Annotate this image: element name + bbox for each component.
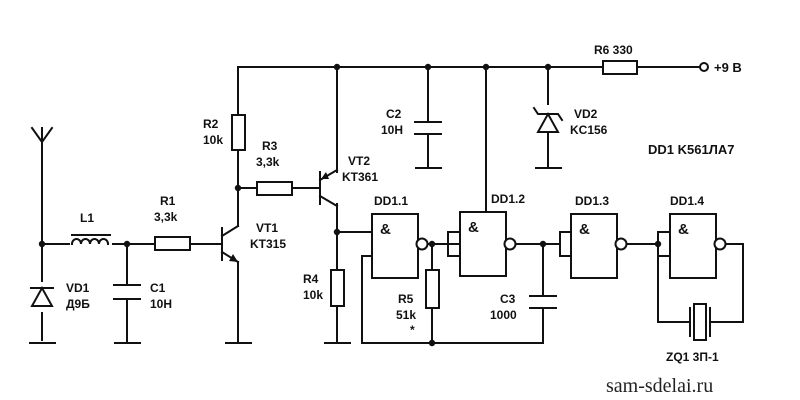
r1-name: R1 [160,194,176,208]
ground-symbols [29,167,562,344]
zener-vd2 [532,106,564,133]
c1-name: C1 [150,281,166,295]
dd1-chip-label: DD1 K561ЛA7 [648,142,734,157]
l1-name: L1 [80,211,94,225]
c2-value: 10H [381,123,403,137]
resistor-r1 [154,236,191,251]
r5-value: 51k [396,308,416,322]
gate-dd1-3 [559,213,628,279]
junction-dots [38,63,662,347]
vt1-value: KT315 [250,237,286,251]
c1-value: 10H [150,297,172,311]
dd1-1-symbol: & [380,221,391,238]
resistor-r4 [330,269,345,307]
resistor-r3 [256,181,293,196]
vt2-name: VT2 [348,154,370,168]
r4-value: 10k [303,288,323,302]
r6-label: R6 330 [594,43,633,57]
resistor-r5 [425,269,440,309]
transistor-vt2 [318,168,339,208]
transistor-vt1 [220,224,240,264]
capacitor-c2 [414,121,442,135]
resistor-r6 [602,60,638,75]
vd1-value: Д9Б [66,297,90,311]
r3-name: R3 [262,139,278,153]
dd1-2-symbol: & [468,219,479,236]
gate-dd1-2 [459,211,517,277]
r1-value: 3,3k [154,210,178,224]
watermark-text: sam-sdelai.ru [606,375,713,397]
dd1-2-label: DD1.2 [491,192,525,206]
capacitor-c3 [529,295,557,309]
supply-label: +9 B [714,60,742,75]
r2-name: R2 [203,117,219,131]
gate-dd1-1 [371,213,429,279]
vd2-name: VD2 [574,107,598,121]
vt1-name: VT1 [256,221,278,235]
dd1-4-symbol: & [678,221,689,238]
supply-terminal [699,62,709,72]
resistor-r2 [231,114,246,151]
r4-name: R4 [303,272,319,286]
vd2-value: KC156 [570,123,608,137]
dd1-3-symbol: & [579,221,590,238]
r5-mark: * [410,323,415,337]
r3-value: 3,3k [256,155,280,169]
c2-name: C2 [386,107,402,121]
r5-name: R5 [398,292,414,306]
c3-value: 1000 [490,308,517,322]
dd1-1-label: DD1.1 [374,194,408,208]
diode-vd1 [30,282,54,312]
c3-name: C3 [500,292,516,306]
antenna-symbol [30,126,54,144]
gate-dd1-4 [669,213,727,279]
zq1-label: ZQ1 3П-1 [666,350,719,364]
inductor-l1 [70,232,112,254]
dd1-3-label: DD1.3 [575,194,609,208]
vd1-name: VD1 [66,281,90,295]
dd1-4-label: DD1.4 [670,194,704,208]
vt2-value: KT361 [342,170,378,184]
capacitor-c1 [113,284,141,300]
r2-value: 10k [203,133,223,147]
crystal-zq1 [689,303,711,341]
wiring [41,66,744,344]
